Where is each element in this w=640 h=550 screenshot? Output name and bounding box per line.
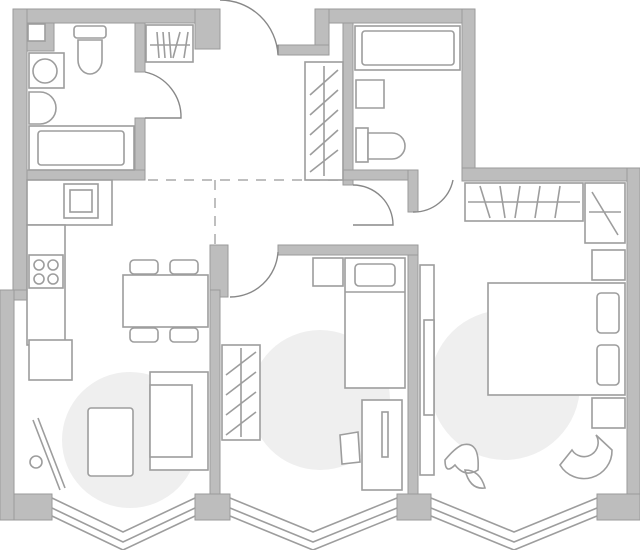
wall-bath1-right-bottom bbox=[134, 117, 146, 179]
wall-top-left bbox=[12, 8, 221, 24]
wall-top-bath2 bbox=[314, 8, 476, 24]
stove-icon bbox=[28, 254, 64, 289]
wall-bath1-bottom bbox=[26, 169, 146, 181]
door-bath1[interactable] bbox=[144, 71, 182, 119]
wall-top-right bbox=[461, 167, 640, 182]
desk-chair-icon bbox=[339, 431, 361, 465]
nightstand bbox=[591, 397, 626, 429]
sink-icon bbox=[355, 79, 385, 109]
tv-icon bbox=[423, 319, 435, 416]
shaft-box bbox=[27, 23, 46, 42]
walls bbox=[0, 8, 640, 521]
hangers-icon bbox=[150, 31, 190, 59]
nightstand bbox=[312, 257, 344, 287]
dining-table bbox=[122, 274, 209, 328]
wall-bath2-right bbox=[461, 8, 476, 182]
pier-3 bbox=[396, 493, 432, 521]
wall-bath1-right-top bbox=[134, 22, 146, 73]
chair bbox=[129, 327, 159, 343]
wall-entry-left bbox=[194, 8, 221, 50]
kitchen-sink-basin bbox=[69, 189, 93, 213]
wall-entry-right bbox=[277, 44, 330, 56]
pier-1 bbox=[13, 493, 53, 521]
toilet-icon bbox=[77, 39, 103, 75]
nightstand bbox=[591, 249, 626, 281]
wall-left-upper bbox=[12, 8, 28, 295]
pier-4 bbox=[596, 493, 640, 521]
door-bedroom2[interactable] bbox=[412, 179, 454, 213]
windows bbox=[51, 497, 598, 550]
window-bedroom-2-inner bbox=[430, 507, 598, 543]
hangers-icon bbox=[468, 185, 580, 219]
monitor-icon bbox=[381, 411, 389, 458]
washing-machine-drum bbox=[32, 58, 58, 84]
lamp-icon bbox=[29, 455, 43, 469]
window-bedroom-1-inner bbox=[229, 507, 398, 543]
window-bedroom-1-outer bbox=[229, 515, 398, 550]
chair bbox=[169, 259, 199, 275]
pillow bbox=[354, 263, 396, 287]
bathtub-basin bbox=[361, 30, 455, 66]
bedroom-2 bbox=[419, 182, 626, 489]
chair bbox=[169, 327, 199, 343]
wall-living-bedroom1 bbox=[209, 289, 221, 521]
toilet-tank bbox=[355, 127, 369, 163]
bathroom-2 bbox=[304, 25, 461, 181]
chair bbox=[129, 259, 159, 275]
wall-bedroom1-top bbox=[277, 244, 419, 256]
wall-closet-bath2 bbox=[342, 22, 354, 186]
hangers-icon bbox=[225, 348, 257, 437]
bathroom-1 bbox=[28, 24, 194, 171]
door-bath2[interactable] bbox=[352, 184, 394, 226]
wall-right bbox=[626, 167, 640, 521]
burner bbox=[47, 273, 59, 285]
window-living-inner bbox=[51, 507, 196, 543]
window-bedroom-2 bbox=[430, 497, 598, 533]
window-living bbox=[51, 497, 196, 533]
burner bbox=[33, 273, 45, 285]
wall-living-bedroom1-top bbox=[209, 244, 229, 298]
door-entrance[interactable] bbox=[220, 0, 279, 56]
coffee-table bbox=[87, 407, 134, 477]
burner bbox=[33, 259, 45, 271]
pier-2 bbox=[194, 493, 231, 521]
hangers-icon bbox=[589, 191, 621, 236]
toilet-tank bbox=[73, 25, 107, 39]
toilet-icon bbox=[367, 132, 406, 160]
sink-icon bbox=[28, 91, 57, 125]
bathtub-basin bbox=[37, 130, 125, 166]
armchair-icon bbox=[559, 434, 613, 480]
bedroom-1 bbox=[221, 257, 406, 491]
sofa-seat bbox=[149, 384, 193, 458]
door-bedroom1[interactable] bbox=[229, 251, 279, 298]
pillow bbox=[596, 344, 620, 386]
plant-icon bbox=[444, 443, 487, 489]
window-living-outer bbox=[51, 515, 196, 550]
pillow bbox=[596, 292, 620, 334]
kitchen-living bbox=[26, 179, 209, 491]
hangers-icon bbox=[309, 66, 339, 176]
window-bedroom-1 bbox=[229, 497, 398, 533]
wall-bath2-bottom bbox=[342, 169, 414, 181]
window-bedroom-2-outer bbox=[430, 515, 598, 550]
burner bbox=[47, 259, 59, 271]
tv-icon bbox=[32, 417, 66, 491]
wall-left-bottom bbox=[0, 289, 15, 521]
wall-bedroom1-bedroom2 bbox=[407, 254, 419, 521]
fridge-icon bbox=[28, 339, 73, 381]
wall-bath2-door-jamb bbox=[407, 169, 419, 213]
